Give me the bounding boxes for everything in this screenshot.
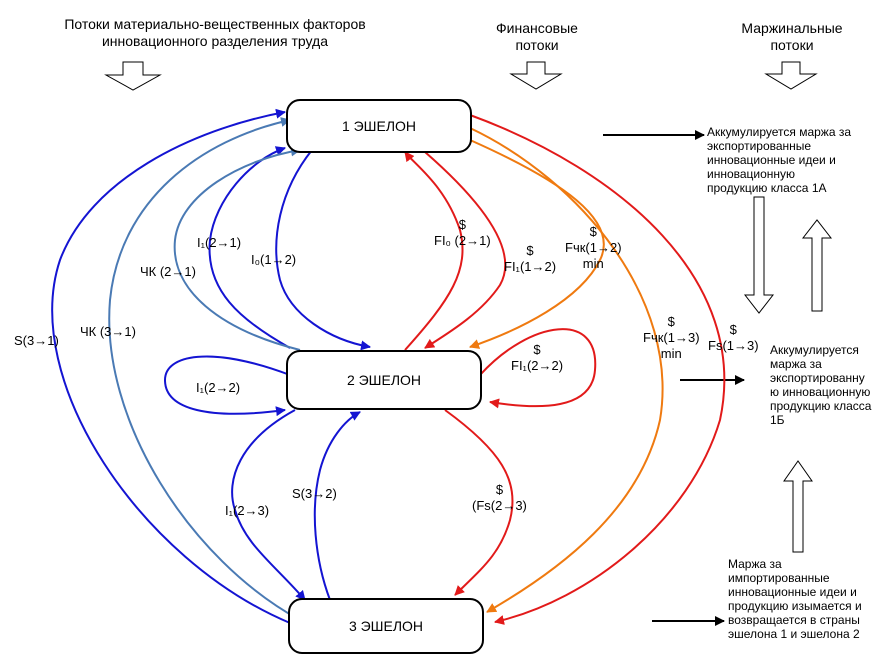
hollow-down-arrow-right-1 <box>743 196 775 314</box>
label-fi1-1-2: $ FI₁(1→2) <box>504 243 557 274</box>
flow-fi1-1-2 <box>424 151 507 349</box>
hollow-down-arrow-financial <box>509 61 563 90</box>
flow-s-3-2 <box>313 411 361 601</box>
label-fs-1-3: $ Fs(1→3) <box>708 322 759 353</box>
label-fi1-2-2: $ FI₁(2→2) <box>511 342 564 373</box>
flow-fchk-1-3 <box>469 127 664 613</box>
label-i1-2-2: I₁(2→2) <box>196 380 241 395</box>
header-marginal-flows: Маржинальные потоки <box>741 20 843 53</box>
note-margin-imported: Маржа за импортированные инновационные и… <box>728 557 862 641</box>
flow-i1-2-3 <box>231 409 306 601</box>
flow-fi1-2-2 <box>479 328 597 409</box>
flow-s-3-1 <box>51 108 291 624</box>
label-i1-2-1: I₁(2→1) <box>197 235 242 250</box>
hollow-up-arrow-right-2 <box>783 460 813 553</box>
label-i1-2-3: I₁(2→3) <box>225 503 270 518</box>
flow-i0-1-2 <box>275 149 371 351</box>
flow-chk-3-1 <box>108 117 301 621</box>
flow-fi0-2-1 <box>404 151 464 351</box>
echelon-3-label: 3 ЭШЕЛОН <box>348 618 424 634</box>
note-margin-class-1a: Аккумулируется маржа за экспортированные… <box>707 125 852 195</box>
label-s-3-1: S(3→1) <box>14 333 59 348</box>
label-fchk-1-2: $ Fчк(1→2) min <box>565 224 622 271</box>
label-fs-2-3: $ (Fs(2→3) <box>472 482 527 513</box>
echelon-3-box: 3 ЭШЕЛОН <box>288 598 484 654</box>
label-chk-2-1: ЧК (2→1) <box>140 264 196 279</box>
flow-fs-1-3 <box>469 114 726 625</box>
flow-i1-2-1 <box>208 146 291 349</box>
header-material-flows: Потоки материально-вещественных факторов… <box>64 16 366 49</box>
flow-fchk-1-2 <box>469 139 605 349</box>
echelon-1-box: 1 ЭШЕЛОН <box>286 99 472 153</box>
hollow-up-arrow-right-1 <box>801 219 833 312</box>
label-fchk-1-3: $ Fчк(1→3) min <box>643 314 700 361</box>
label-i0-1-2: I₀(1→2) <box>251 252 297 267</box>
label-fi0-2-1: $ FI₀ (2→1) <box>434 217 491 248</box>
echelon-2-box: 2 ЭШЕЛОН <box>286 350 482 410</box>
note-margin-class-1b: Аккумулируется маржа за экспортированну … <box>770 343 872 427</box>
hollow-down-arrow-material <box>104 61 162 91</box>
header-financial-flows: Финансовые потоки <box>496 20 578 53</box>
label-s-3-2: S(3→2) <box>292 486 337 501</box>
echelon-1-label: 1 ЭШЕЛОН <box>341 118 417 134</box>
flow-fs-2-3 <box>444 409 514 596</box>
hollow-down-arrow-marginal <box>764 61 818 90</box>
flow-chk-2-1 <box>173 146 301 351</box>
label-chk-3-1: ЧК (3→1) <box>80 324 136 339</box>
flow-i1-2-2 <box>163 355 291 417</box>
echelon-2-label: 2 ЭШЕЛОН <box>346 372 422 388</box>
